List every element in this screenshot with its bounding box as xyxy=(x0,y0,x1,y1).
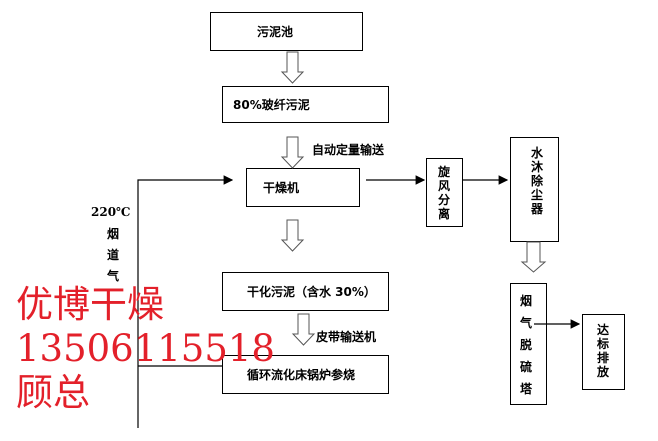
watermark-phone: 13506115518 xyxy=(16,327,275,370)
node-sludge-pool: 污泥池 xyxy=(210,12,363,51)
watermark-company: 优博干燥 xyxy=(16,283,164,326)
hollow-arrow-down xyxy=(520,241,547,273)
node-label: 污泥池 xyxy=(257,25,294,39)
node-fiber-sludge: 80%玻纤污泥 xyxy=(222,86,389,123)
label-auto-feed: 自动定量输送 xyxy=(312,143,385,157)
node-label: 80%玻纤污泥 xyxy=(233,98,310,112)
hollow-arrow-down xyxy=(280,51,305,84)
node-label: 干化污泥（含水 30%） xyxy=(247,285,376,299)
node-label: 干燥机 xyxy=(263,181,300,195)
label-temperature: 220℃ xyxy=(91,205,131,219)
node-discharge: 达标排放 xyxy=(582,314,625,390)
node-label: 达标排放 xyxy=(596,323,609,379)
node-dried-sludge: 干化污泥（含水 30%） xyxy=(222,272,389,311)
node-dryer: 干燥机 xyxy=(246,168,360,207)
node-label: 循环流化床锅炉参烧 xyxy=(247,368,356,382)
watermark-contact: 顾总 xyxy=(16,371,90,414)
node-label: 旋风分离 xyxy=(437,165,450,221)
hollow-arrow-down xyxy=(280,136,305,169)
label-belt-conveyor: 皮带输送机 xyxy=(316,330,377,344)
node-boiler: 循环流化床锅炉参烧 xyxy=(222,355,389,394)
hollow-arrow-down xyxy=(280,219,305,252)
flue-gas-line xyxy=(137,175,234,428)
node-label: 水沐除尘器 xyxy=(530,146,543,216)
node-desulfurization: 烟气脱硫塔 xyxy=(510,283,547,405)
node-label: 烟气脱硫塔 xyxy=(519,294,532,396)
label-flue-gas: 烟道气 xyxy=(106,227,119,283)
hollow-arrow-down xyxy=(291,313,316,346)
node-cyclone: 旋风分离 xyxy=(426,158,463,227)
